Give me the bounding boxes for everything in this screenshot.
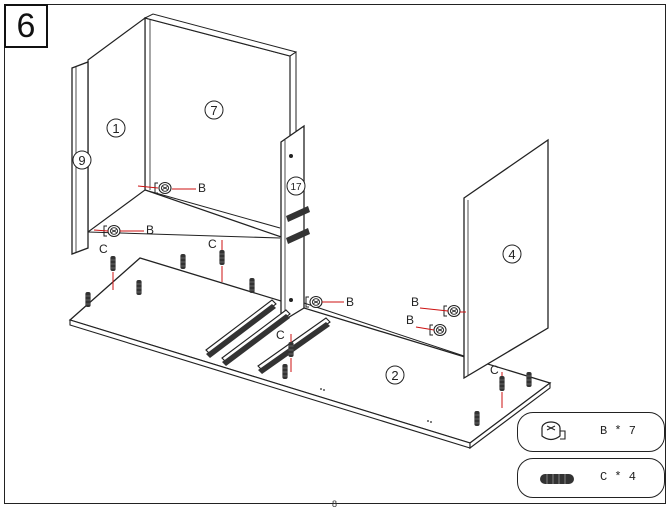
dowel-quantity: C * 4 xyxy=(600,470,637,484)
wood-dowel xyxy=(499,375,505,392)
hardware-label-c: C xyxy=(490,363,499,377)
wood-dowel xyxy=(136,279,142,296)
wood-dowel xyxy=(288,341,294,358)
wood-dowel xyxy=(85,291,91,308)
wood-dowel xyxy=(249,277,255,294)
wood-dowel xyxy=(180,253,186,270)
back-panel-7 xyxy=(143,13,298,241)
hardware-label-b: B xyxy=(198,181,206,195)
part-label-1: 1 xyxy=(106,118,126,138)
part-label-17: 17 xyxy=(286,176,306,196)
hardware-label-b: B xyxy=(411,295,419,309)
hardware-label-c: C xyxy=(208,237,217,251)
svg-text:2: 2 xyxy=(391,368,398,383)
cam-lock xyxy=(305,295,323,309)
bottom-panel-2 xyxy=(68,257,552,450)
cam-lock-quantity: B * 7 xyxy=(600,424,637,438)
legend-cam-lock: B * 7 xyxy=(517,412,665,452)
svg-text:9: 9 xyxy=(78,153,85,168)
part-label-2: 2 xyxy=(385,365,405,385)
hardware-label-b: B xyxy=(146,223,154,237)
cam-leader-lines xyxy=(93,185,466,331)
page-number: 8 xyxy=(332,499,338,509)
wood-dowel xyxy=(219,249,225,266)
svg-text:7: 7 xyxy=(210,103,217,118)
part-label-9: 9 xyxy=(72,150,92,170)
svg-text:17: 17 xyxy=(290,182,302,193)
wood-dowel-icon xyxy=(540,474,574,484)
svg-text:1: 1 xyxy=(112,121,119,136)
wood-dowel xyxy=(526,371,532,388)
hardware-label-c: C xyxy=(276,328,285,342)
drawer-slide-right xyxy=(257,317,331,374)
drawer-slide-middle xyxy=(221,309,291,366)
hardware-label-c: C xyxy=(99,242,108,256)
hardware-label-b: B xyxy=(346,295,354,309)
svg-text:4: 4 xyxy=(508,247,515,262)
divider-panel-17 xyxy=(280,124,310,324)
part-label-4: 4 xyxy=(502,244,522,264)
cam-lock-icon xyxy=(541,421,566,441)
part-label-7: 7 xyxy=(204,100,224,120)
step-number: 6 xyxy=(4,4,48,48)
hardware-label-b: B xyxy=(406,313,414,327)
dowel-leader-lines xyxy=(112,240,503,408)
wood-dowel xyxy=(474,410,480,427)
wood-dowel xyxy=(282,363,288,380)
drawer-slide-left xyxy=(205,299,277,358)
wood-dowel xyxy=(110,255,116,272)
legend-dowel: C * 4 xyxy=(517,458,665,498)
